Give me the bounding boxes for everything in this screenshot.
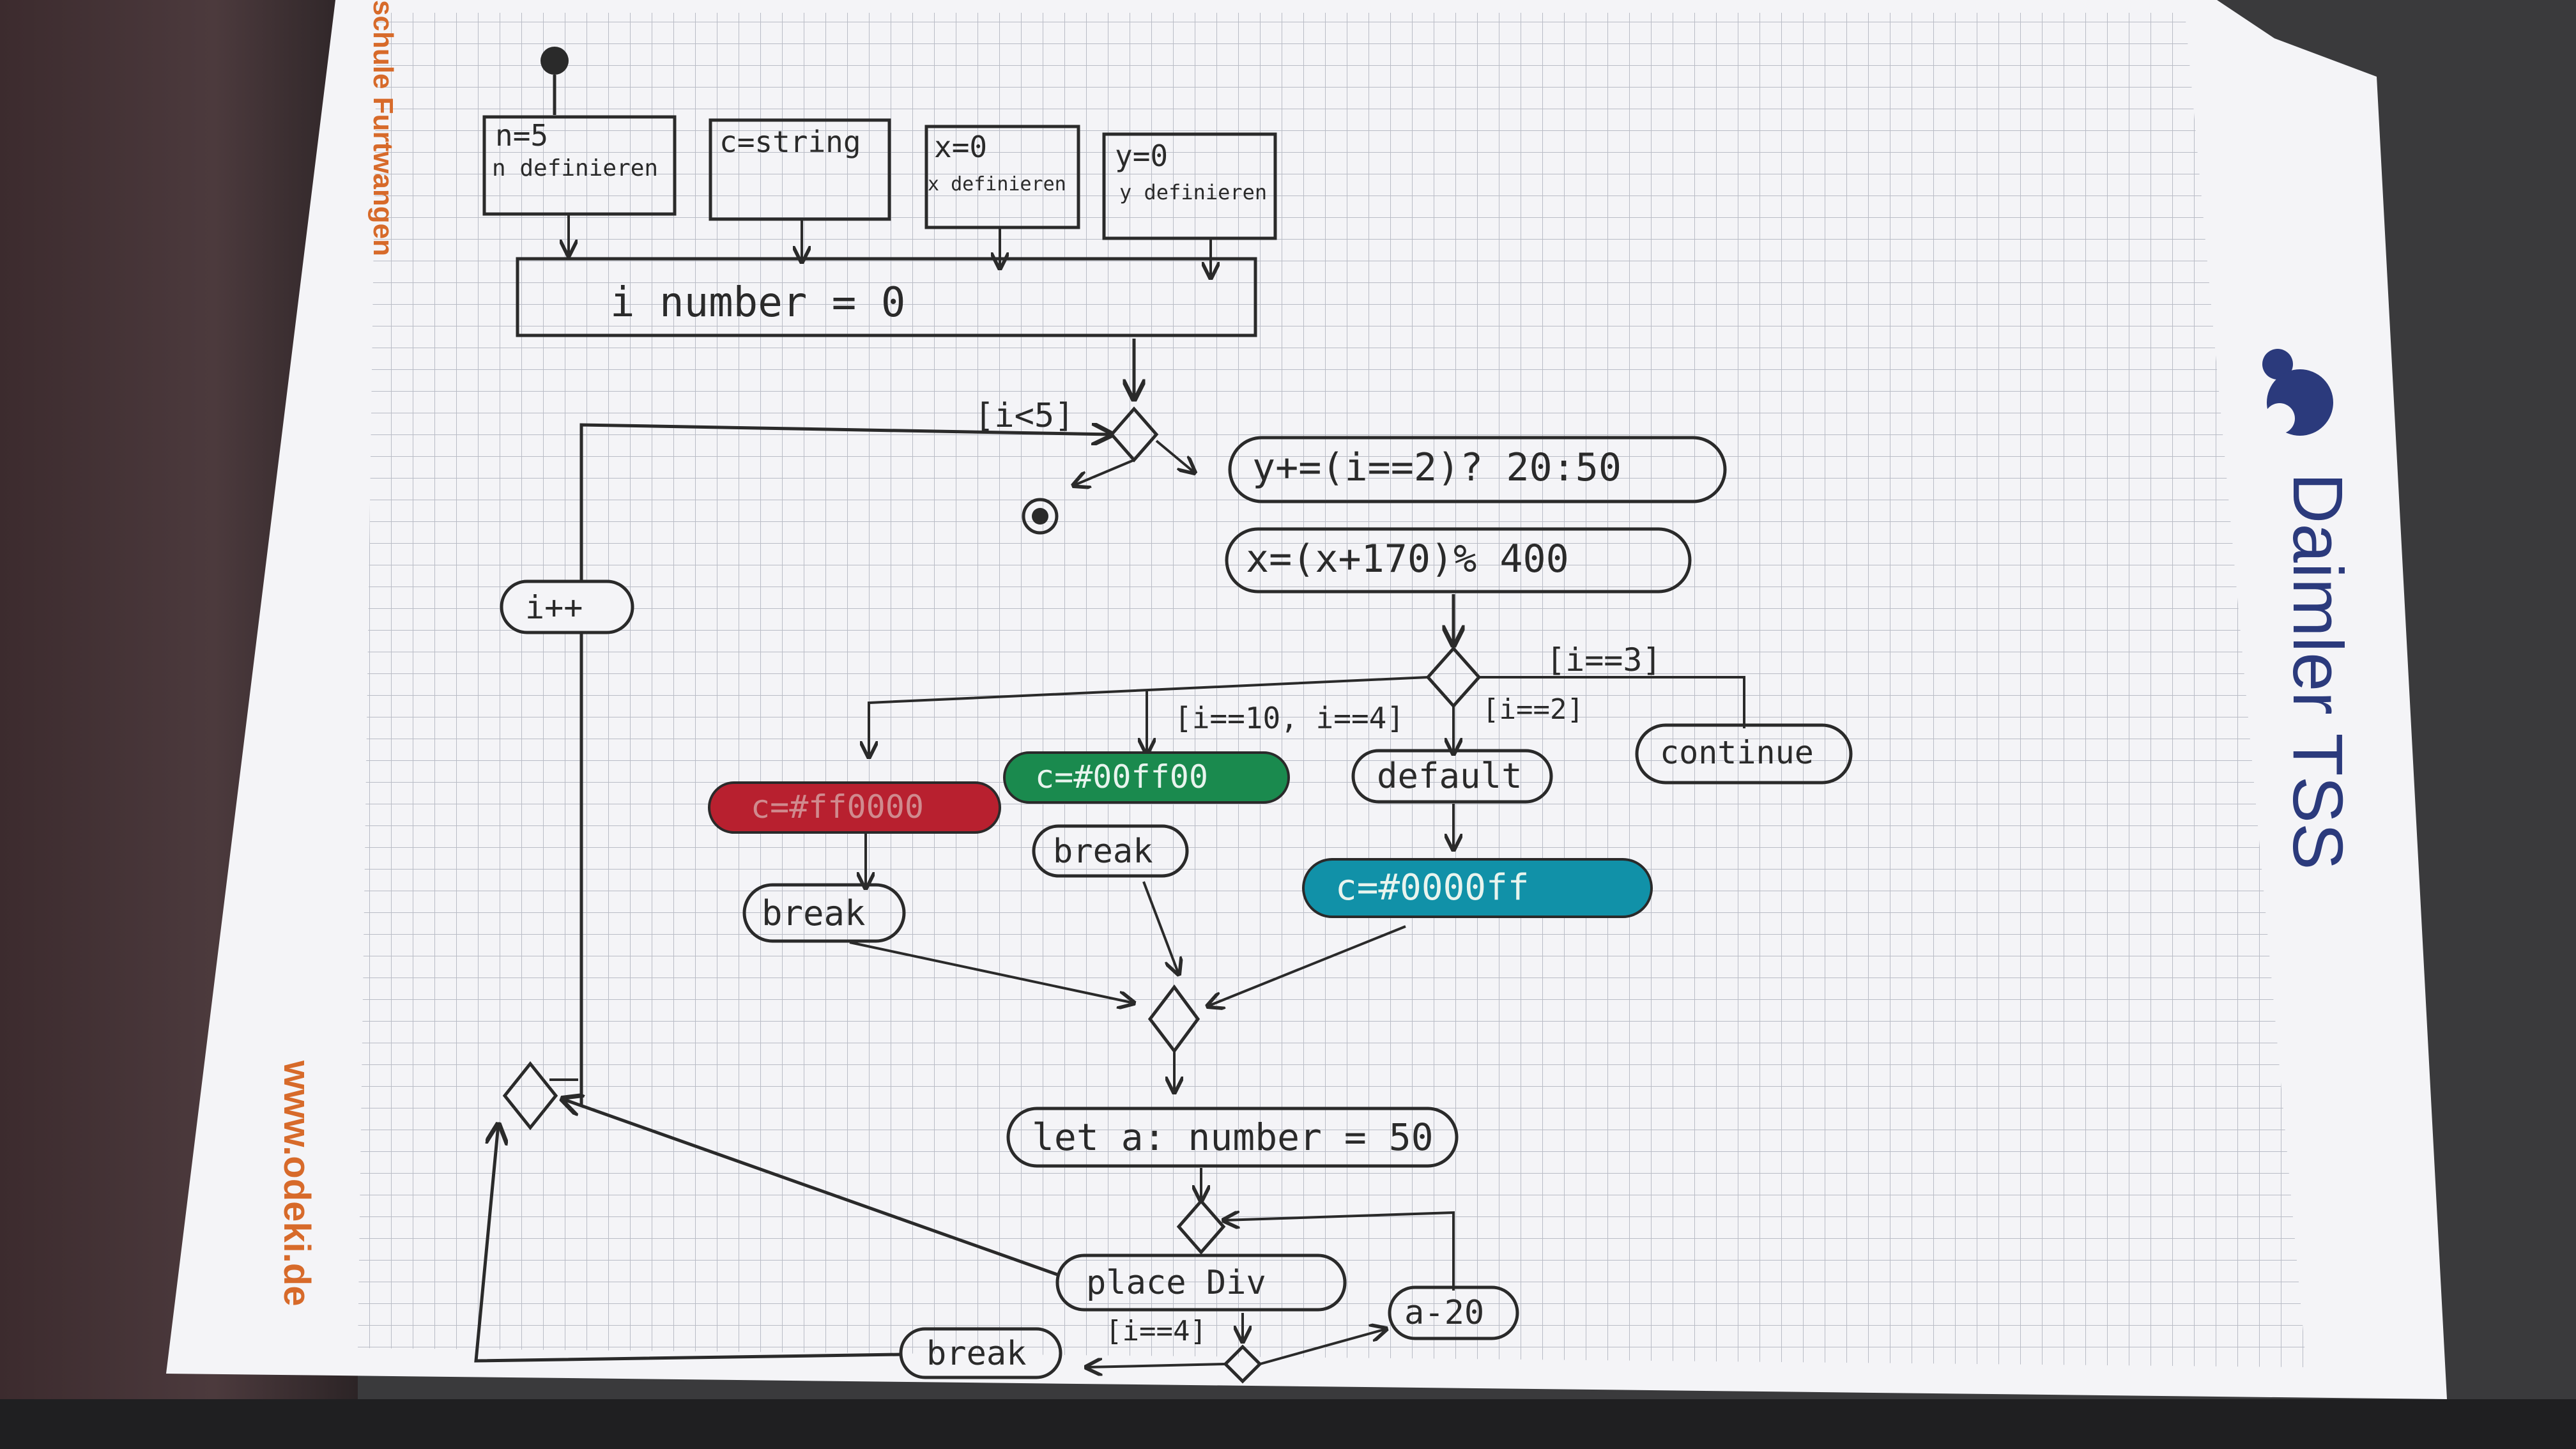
break-bottom-action: break bbox=[899, 1327, 1062, 1379]
init-x-label: x definieren bbox=[928, 173, 1066, 195]
loop-back-line bbox=[579, 425, 1112, 1105]
x-assign-text: x=(x+170)% 400 bbox=[1246, 537, 1569, 581]
website-text: www.odeki.de bbox=[276, 1060, 318, 1307]
break-red-action: break bbox=[742, 883, 906, 943]
break-bottom-text: break bbox=[926, 1335, 1027, 1373]
final-node bbox=[1022, 498, 1059, 535]
school-side-text: schule Furtwangen bbox=[367, 0, 399, 256]
guard-case-3: [i==3] bbox=[1546, 641, 1662, 678]
init-n-label: n definieren bbox=[492, 155, 658, 181]
number-bar-text: i number = 0 bbox=[610, 279, 905, 326]
red-color-text: c=#ff0000 bbox=[751, 788, 924, 825]
outer-merge-node bbox=[502, 1061, 558, 1131]
guard-case-2: [i==2] bbox=[1482, 693, 1584, 726]
grid-area bbox=[358, 13, 2306, 1367]
x-assign-action: x=(x+170)% 400 bbox=[1225, 527, 1692, 594]
guard-inner: [i==4] bbox=[1105, 1315, 1207, 1347]
blue-color-action: c=#0000ff bbox=[1302, 858, 1653, 918]
y-assign-action: y+=(i==2)? 20:50 bbox=[1228, 436, 1727, 503]
background-bottom bbox=[0, 1399, 2576, 1449]
let-a-action: let a: number = 50 bbox=[1006, 1107, 1459, 1168]
increment-action: i++ bbox=[500, 579, 634, 634]
default-action: default bbox=[1351, 749, 1553, 804]
place-div-action: place Div bbox=[1055, 1254, 1347, 1312]
break-green-text: break bbox=[1053, 832, 1153, 871]
y-assign-text: y+=(i==2)? 20:50 bbox=[1252, 445, 1621, 490]
continue-action: continue bbox=[1635, 723, 1853, 785]
init-y-value: y=0 bbox=[1115, 139, 1168, 173]
init-box-c: c=string bbox=[709, 118, 891, 221]
a-minus-text: a-20 bbox=[1404, 1294, 1484, 1332]
init-x-value: x=0 bbox=[934, 130, 987, 164]
red-color-action: c=#ff0000 bbox=[708, 781, 1001, 834]
init-n-value: n=5 bbox=[495, 118, 548, 153]
init-c-value: c=string bbox=[719, 125, 861, 159]
green-color-action: c=#00ff00 bbox=[1003, 751, 1290, 804]
continue-text: continue bbox=[1660, 734, 1814, 771]
brand-name: Daimler TSS bbox=[2278, 473, 2357, 870]
break-red-text: break bbox=[762, 893, 866, 933]
init-y-label: y definieren bbox=[1119, 180, 1267, 204]
start-node bbox=[540, 47, 569, 75]
init-box-n: n=5 n definieren bbox=[482, 115, 677, 216]
increment-text: i++ bbox=[525, 589, 583, 626]
init-box-y: y=0 y definieren bbox=[1102, 132, 1277, 240]
inner-decision-node bbox=[1176, 1199, 1226, 1255]
a-minus-action: a-20 bbox=[1388, 1285, 1519, 1340]
let-a-text: let a: number = 50 bbox=[1032, 1116, 1434, 1159]
default-text: default bbox=[1377, 756, 1522, 796]
guard-loop: [i<5] bbox=[974, 397, 1075, 435]
blue-color-text: c=#0000ff bbox=[1335, 867, 1529, 908]
number-bar: i number = 0 bbox=[516, 257, 1257, 337]
guard-case-10-4: [i==10, i==4] bbox=[1174, 701, 1404, 735]
break-green-action: break bbox=[1032, 824, 1189, 878]
init-box-x: x=0 x definieren bbox=[924, 125, 1080, 229]
bottom-decision-node bbox=[1223, 1344, 1262, 1384]
brand-logo-icon bbox=[2262, 349, 2333, 436]
green-color-text: c=#00ff00 bbox=[1035, 758, 1208, 795]
place-div-text: place Div bbox=[1086, 1264, 1266, 1302]
